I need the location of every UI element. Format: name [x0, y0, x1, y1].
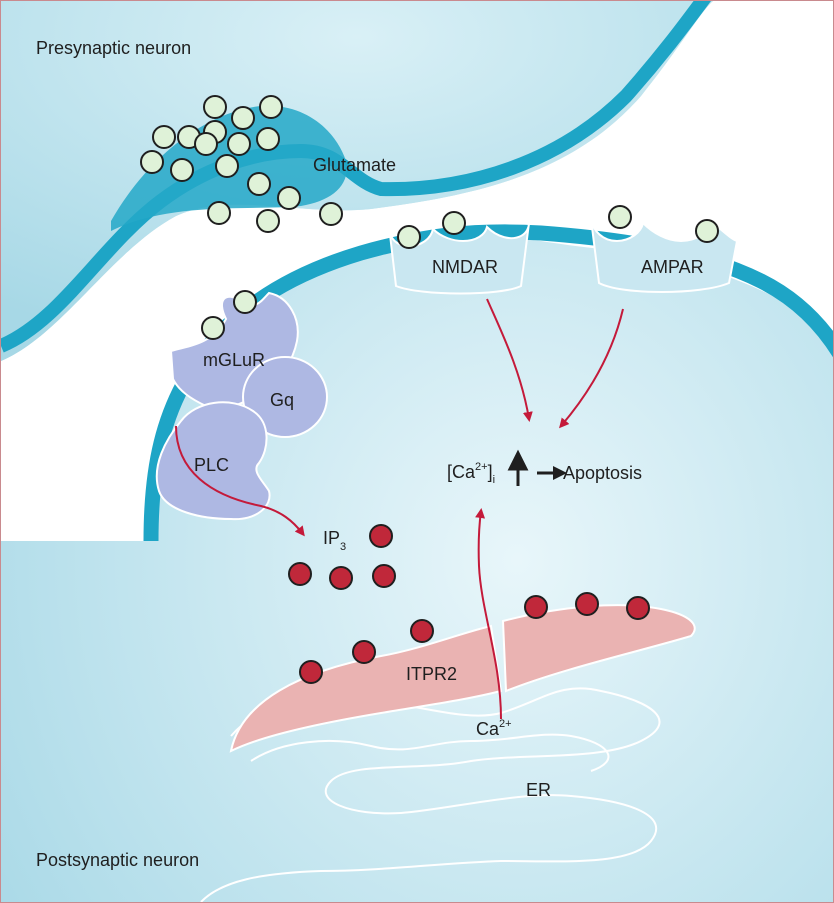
- ca-open: [Ca: [447, 462, 476, 482]
- ip3-sub: 3: [340, 541, 346, 553]
- er-release-arrow: [475, 508, 502, 720]
- er-membrane-inner: [250, 733, 610, 772]
- glutamate-dot: [152, 125, 176, 149]
- er-dot: [410, 619, 434, 643]
- glutamate-dot: [608, 205, 632, 229]
- plc-label: PLC: [194, 455, 229, 475]
- ca-increase-arrow: [507, 449, 529, 486]
- ampar-arrow: [559, 308, 624, 429]
- glutamate-dot: [207, 201, 231, 225]
- nmdar-label: NMDAR: [432, 257, 498, 277]
- apoptosis-label: Apoptosis: [563, 463, 642, 483]
- er-dot: [626, 596, 650, 620]
- glutamate-dot: [227, 132, 251, 156]
- gq-label: Gq: [270, 390, 294, 410]
- ip3-label: IP3: [323, 528, 346, 553]
- synaptic-cleft: [1, 1, 833, 541]
- ca-close: ]: [488, 462, 493, 482]
- ca-concentration-label: [Ca2+]i: [447, 461, 495, 486]
- glutamate-dot: [256, 127, 280, 151]
- ca2-sup: 2+: [499, 718, 512, 730]
- glutamate-dot: [277, 186, 301, 210]
- glutamate-dot: [140, 150, 164, 174]
- er-label: ER: [526, 780, 551, 800]
- glutamate-dot: [397, 225, 421, 249]
- er-dot: [575, 592, 599, 616]
- plc-protein: [155, 401, 271, 521]
- glutamate-dot: [247, 172, 271, 196]
- glutamate-dot: [201, 316, 225, 340]
- ca-sub: i: [493, 474, 495, 486]
- postsynaptic-label: Postsynaptic neuron: [36, 850, 199, 870]
- ip3-dot: [288, 562, 312, 586]
- glutamate-dot: [231, 106, 255, 130]
- er-dot: [299, 660, 323, 684]
- presynaptic-membrane: [1, 1, 712, 353]
- nmdar-arrow: [486, 298, 533, 422]
- glutamate-dot: [194, 132, 218, 156]
- er-dot: [524, 595, 548, 619]
- er-lumen-left: [229, 624, 503, 753]
- ip3-dot: [329, 566, 353, 590]
- glutamate-dot: [442, 211, 466, 235]
- mglur-label: mGLuR: [203, 350, 265, 370]
- ip3-molecules: [288, 524, 396, 590]
- ca2-base: Ca: [476, 719, 500, 739]
- er-dot: [352, 640, 376, 664]
- apoptosis-arrow-head: [553, 466, 567, 480]
- glutamate-dot: [233, 290, 257, 314]
- glutamate-dot: [256, 209, 280, 233]
- itpr2-label: ITPR2: [406, 664, 457, 684]
- plc-arrow: [175, 425, 305, 537]
- ca-sup: 2+: [475, 461, 488, 473]
- gq-protein: [242, 356, 328, 438]
- ip3-base: IP: [323, 528, 340, 548]
- glutamate-dot: [215, 154, 239, 178]
- glutamate-molecules: [140, 95, 719, 340]
- glutamate-dot: [203, 95, 227, 119]
- presynaptic-label: Presynaptic neuron: [36, 38, 191, 58]
- er-calcium-molecules: [299, 592, 650, 684]
- ip3-dot: [369, 524, 393, 548]
- ampar-label: AMPAR: [641, 257, 704, 277]
- glutamate-label: Glutamate: [313, 155, 396, 175]
- ip3-dot: [372, 564, 396, 588]
- glutamate-dot: [259, 95, 283, 119]
- ca2-label: Ca2+: [476, 718, 512, 739]
- glutamate-dot: [695, 219, 719, 243]
- glutamate-dot: [170, 158, 194, 182]
- glutamate-dot: [319, 202, 343, 226]
